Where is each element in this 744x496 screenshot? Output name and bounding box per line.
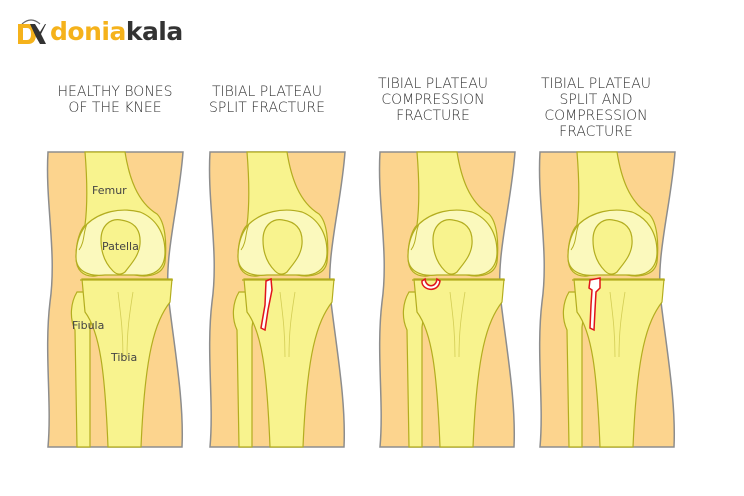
- knee-split-compression-fracture: [538, 151, 676, 448]
- logo-mark-icon: [16, 18, 46, 44]
- label-patella: Patella: [102, 240, 139, 253]
- knee-split-fracture: [208, 151, 346, 448]
- fracture-compression-mark: [421, 277, 441, 290]
- logo-text-kala: kala: [125, 16, 183, 46]
- fracture-split-compression-mark: [588, 277, 601, 332]
- label-tibia: Tibia: [110, 351, 137, 364]
- label-femur: Femur: [92, 184, 127, 197]
- knee-healthy: Femur Patella Fibula Tibia: [46, 151, 184, 448]
- logo: doniakala: [16, 14, 183, 48]
- fracture-split-mark: [260, 277, 273, 332]
- logo-text-donia: donia: [50, 16, 126, 46]
- label-fibula: Fibula: [72, 319, 104, 332]
- knee-compression-fracture: [378, 151, 516, 448]
